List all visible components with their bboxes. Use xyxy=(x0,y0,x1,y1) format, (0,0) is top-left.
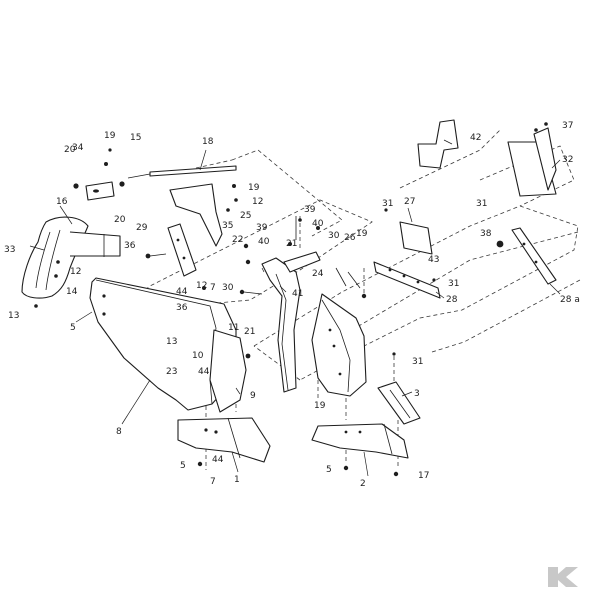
callout-28: 28 xyxy=(446,295,458,305)
callout-20: 20 xyxy=(114,215,126,225)
small-plate xyxy=(399,221,433,255)
callout-29: 29 xyxy=(136,223,148,233)
callout-28a: 28 a xyxy=(560,295,580,305)
callout-39: 39 xyxy=(256,223,268,233)
share-right xyxy=(311,423,409,459)
callout-19: 19 xyxy=(314,401,326,411)
clamp-plate xyxy=(73,148,125,201)
fin-plate xyxy=(507,122,557,197)
share-point xyxy=(377,381,421,425)
callout-38: 38 xyxy=(480,229,492,239)
shin-plate xyxy=(167,183,223,277)
callout-19: 19 xyxy=(356,229,368,239)
callout-7: 7 xyxy=(210,283,216,293)
callout-19: 19 xyxy=(248,183,260,193)
callout-30: 30 xyxy=(328,231,340,241)
callout-31: 31 xyxy=(382,199,393,209)
callout-16: 16 xyxy=(56,197,68,207)
callout-26: 26 xyxy=(344,233,356,243)
callout-39: 39 xyxy=(304,205,316,215)
frog-plate xyxy=(209,329,247,413)
callout-15: 15 xyxy=(130,133,141,143)
bolts xyxy=(34,184,504,477)
callout-35: 35 xyxy=(222,221,233,231)
callout-40: 40 xyxy=(312,219,324,229)
leader-lines xyxy=(29,139,561,477)
callout-18: 18 xyxy=(202,137,214,147)
callout-24: 24 xyxy=(312,269,324,279)
callout-12: 12 xyxy=(70,267,81,277)
callout-12: 12 xyxy=(196,281,207,291)
callout-11: 11 xyxy=(228,323,239,333)
callout-44: 44 xyxy=(176,287,188,297)
callout-3: 3 xyxy=(414,389,420,399)
callout-8: 8 xyxy=(116,427,122,437)
callout-20: 20 xyxy=(64,145,76,155)
callout-30: 30 xyxy=(222,283,234,293)
callout-labels: 1 2 3 5 5 5 7 7 8 9 10 11 12 12 12 13 13… xyxy=(4,121,580,489)
standard-leg xyxy=(261,251,321,393)
callout-36: 36 xyxy=(124,241,136,251)
callout-7: 7 xyxy=(210,477,216,487)
callout-31: 31 xyxy=(476,199,487,209)
callout-12: 12 xyxy=(252,197,263,207)
callout-5: 5 xyxy=(326,465,332,475)
callout-37: 37 xyxy=(562,121,573,131)
callout-34: 34 xyxy=(72,143,84,153)
callout-21: 21 xyxy=(286,239,297,249)
callout-32: 32 xyxy=(562,155,573,165)
callout-14: 14 xyxy=(66,287,78,297)
callout-13: 13 xyxy=(166,337,177,347)
landside-bar-a xyxy=(511,227,557,285)
callout-41: 41 xyxy=(292,289,303,299)
callout-5: 5 xyxy=(70,323,76,333)
callout-43: 43 xyxy=(428,255,439,265)
callout-44: 44 xyxy=(198,367,210,377)
callout-22: 22 xyxy=(232,235,243,245)
callout-23: 23 xyxy=(166,367,177,377)
callout-36: 36 xyxy=(176,303,188,313)
landside-bar xyxy=(373,261,441,299)
callout-10: 10 xyxy=(192,351,204,361)
callout-1: 1 xyxy=(234,475,240,485)
callout-44: 44 xyxy=(212,455,224,465)
adjusting-rod xyxy=(127,165,237,179)
callout-31: 31 xyxy=(412,357,423,367)
callout-5: 5 xyxy=(180,461,186,471)
share-left xyxy=(177,417,271,463)
mouldboard-right xyxy=(311,293,367,397)
brand-logo: K xyxy=(548,567,578,587)
wear-bracket xyxy=(417,119,459,169)
callout-2: 2 xyxy=(360,479,366,489)
callout-31: 31 xyxy=(448,279,459,289)
callout-33: 33 xyxy=(4,245,15,255)
callout-19: 19 xyxy=(104,131,116,141)
callout-42: 42 xyxy=(470,133,481,143)
callout-9: 9 xyxy=(250,391,256,401)
frame-bracket xyxy=(21,216,121,299)
callout-17: 17 xyxy=(418,471,429,481)
callout-27: 27 xyxy=(404,197,415,207)
callout-13: 13 xyxy=(8,311,19,321)
callout-21: 21 xyxy=(244,327,255,337)
callout-25: 25 xyxy=(240,211,251,221)
callout-40: 40 xyxy=(258,237,270,247)
